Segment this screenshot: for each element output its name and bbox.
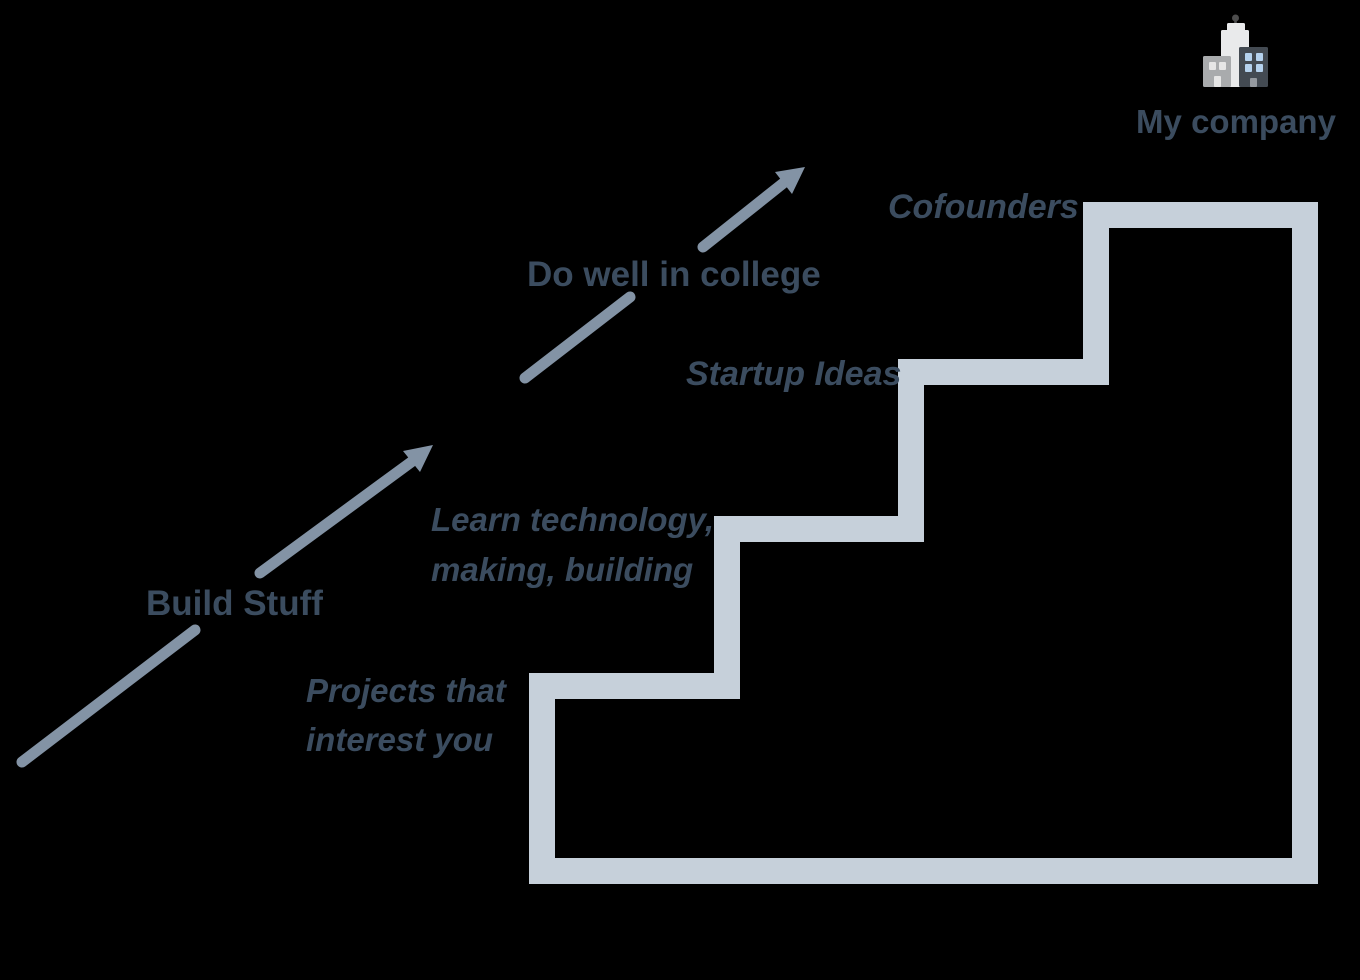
window bbox=[1245, 64, 1252, 72]
antenna-dot bbox=[1232, 14, 1239, 22]
label-line: Projects that bbox=[306, 672, 506, 709]
window bbox=[1245, 53, 1252, 61]
projects-step-label: Projects that interest you bbox=[306, 666, 506, 764]
do-well-in-college-label: Do well in college bbox=[527, 255, 821, 294]
window bbox=[1209, 62, 1216, 70]
build-stuff-label: Build Stuff bbox=[146, 584, 323, 623]
my-company-label: My company bbox=[1136, 103, 1336, 140]
arrow-segment bbox=[697, 175, 792, 253]
window bbox=[1256, 53, 1263, 61]
arrowhead-icon bbox=[403, 445, 433, 472]
startup-ideas-step-label: Startup Ideas bbox=[686, 355, 902, 393]
staircase-shape bbox=[529, 202, 1318, 884]
door bbox=[1250, 78, 1257, 87]
do-well-arrow bbox=[519, 175, 792, 384]
door bbox=[1214, 76, 1221, 87]
arrow-segment bbox=[519, 291, 636, 384]
build-stuff-arrow bbox=[16, 454, 420, 768]
label-line: interest you bbox=[306, 721, 494, 758]
arrowhead-icon bbox=[775, 167, 805, 194]
window bbox=[1219, 62, 1226, 70]
window bbox=[1256, 64, 1263, 72]
label-line: Learn technology, bbox=[431, 501, 714, 538]
cofounders-step-label: Cofounders bbox=[888, 188, 1079, 226]
arrow-segment bbox=[16, 624, 201, 768]
arrow-segment bbox=[254, 454, 420, 579]
label-line: making, building bbox=[431, 551, 694, 588]
office-buildings-icon bbox=[1203, 14, 1268, 87]
learn-technology-step-label: Learn technology, making, building bbox=[431, 495, 714, 595]
